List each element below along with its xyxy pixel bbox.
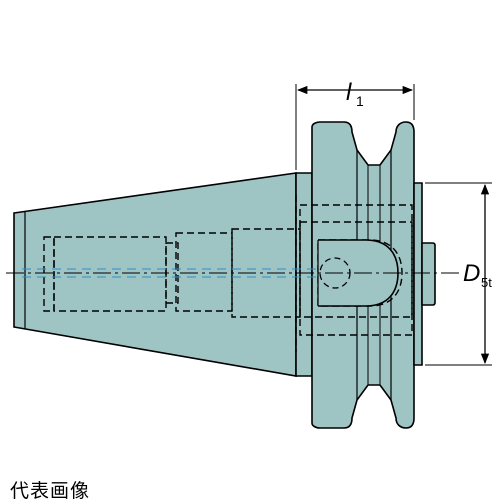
l1-symbol: l: [346, 79, 352, 106]
d5t-symbol: D: [463, 260, 480, 287]
pilot-spigot: [421, 242, 436, 306]
dimension-d5t: D 5t: [425, 182, 492, 366]
l1-subscript: 1: [356, 93, 364, 109]
caption-representative-image: 代表画像: [10, 480, 91, 502]
screw-hidden: [319, 257, 351, 289]
front-face: [413, 182, 423, 366]
dimension-l1: l 1: [295, 79, 415, 170]
neck: [295, 172, 313, 377]
d5t-subscript: 5t: [481, 275, 492, 290]
taper-shank: [13, 172, 297, 377]
